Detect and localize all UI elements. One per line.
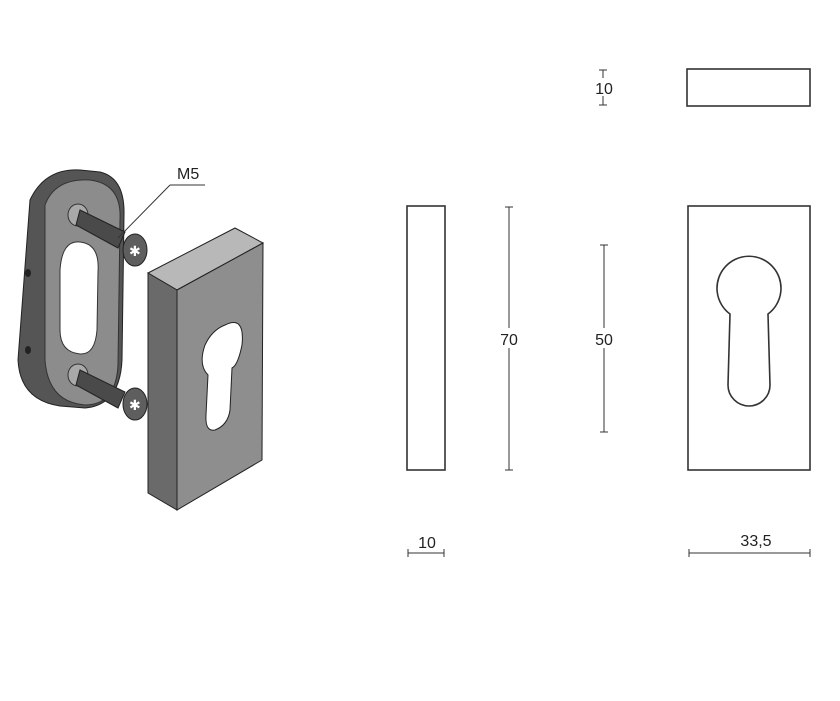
- svg-text:✱: ✱: [129, 397, 141, 413]
- top-view: [686, 68, 811, 107]
- screw-bottom: ✱: [75, 369, 148, 421]
- keyhole-cutout: [716, 255, 782, 407]
- svg-text:33,5: 33,5: [740, 533, 771, 550]
- svg-text:✱: ✱: [129, 243, 141, 259]
- isometric-view: ✱ ✱ M5: [17, 166, 265, 511]
- svg-text:10: 10: [418, 535, 436, 552]
- front-view: [687, 205, 811, 471]
- cover-plate: [146, 227, 265, 511]
- screw-top: ✱: [75, 209, 148, 267]
- dim-height-inner: 50: [591, 244, 617, 433]
- dim-height-total: 70: [496, 206, 522, 471]
- leader-line: [117, 184, 171, 239]
- screw-label: M5: [177, 166, 199, 183]
- dim-width: 33,5: [688, 533, 811, 557]
- dim-side-thickness: 10: [407, 535, 445, 557]
- svg-text:50: 50: [595, 332, 613, 349]
- side-view: [406, 205, 446, 471]
- dim-top-thickness: 10: [593, 69, 615, 106]
- svg-text:10: 10: [595, 81, 613, 98]
- svg-text:70: 70: [500, 332, 518, 349]
- rosette-ring: [17, 169, 125, 409]
